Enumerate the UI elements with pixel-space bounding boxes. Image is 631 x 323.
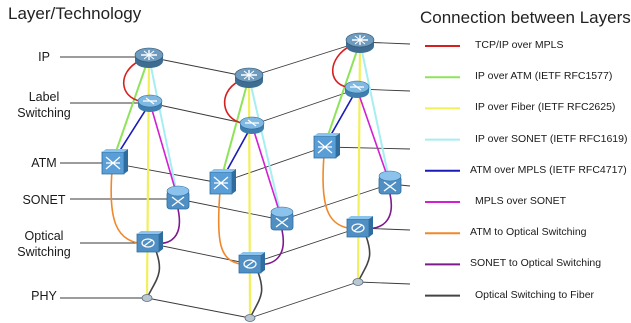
label-link [251, 88, 358, 126]
optical-switch-icon [346, 216, 373, 238]
legend-label: ATM over MPLS (IETF RFC4717) [470, 163, 627, 176]
sonet-switch-icon [378, 170, 402, 195]
legend-label: Optical Switching to Fiber [475, 288, 595, 301]
ip-over-atm-line [219, 76, 250, 184]
atm-to-optical-line [110, 170, 139, 244]
layer-label-label-switching: Label Switching [17, 90, 71, 120]
ip-link [248, 41, 361, 78]
ip-over-sonet-line [359, 41, 391, 185]
legend-label: ATM to Optical Switching [470, 226, 587, 239]
atm-link [219, 146, 325, 184]
optical-switch-icon [238, 252, 265, 274]
router-icon [345, 32, 375, 53]
sonet-link [177, 198, 283, 221]
atm-switch-icon [209, 169, 236, 195]
optical-to-fiber-line [249, 271, 263, 319]
legend-label: MPLS over SONET [475, 195, 567, 207]
legend-label: SONET to Optical Switching [470, 257, 602, 270]
connection-lines [60, 41, 411, 319]
atm-to-optical-line [217, 190, 241, 265]
label-switch-icon [239, 116, 265, 134]
atm-to-optical-line [322, 154, 349, 229]
ip-over-atm-line [323, 41, 361, 148]
sonet-link [281, 183, 391, 221]
fiber-node-icon [244, 314, 256, 322]
ip-over-fiber-line [247, 76, 252, 319]
fiber-node-icon [141, 294, 153, 302]
mpls-over-sonet-line [149, 102, 179, 200]
optical-to-fiber-line [357, 235, 371, 283]
label-switch-icon [137, 94, 163, 112]
legend-label: IP over SONET (IETF RFC1619) [475, 132, 628, 145]
optical-link [147, 242, 251, 265]
legend [425, 45, 460, 297]
layer-label-ip: IP [38, 50, 50, 64]
sonet-switch-icon [166, 185, 190, 210]
left-heading: Layer/Technology [8, 4, 142, 23]
fiber-node-icon [352, 278, 364, 286]
legend-label: IP over Fiber (IETF RFC2625) [475, 101, 616, 114]
tcp-ip-over-mpls-line [223, 80, 243, 124]
tcp-ip-over-mpls-line [122, 60, 141, 102]
layer-label-optical-switching: Optical Switching [17, 229, 71, 259]
phy-link [249, 281, 359, 319]
phy-link [146, 297, 251, 319]
tcp-ip-over-mpls-line [331, 45, 351, 88]
optical-to-fiber-line [146, 250, 161, 299]
ip-link [148, 56, 250, 78]
network-nodes [101, 32, 402, 322]
sonet-switch-icon [270, 206, 294, 231]
label-switch-icon [344, 80, 370, 98]
ip-over-fiber-line [356, 41, 362, 283]
mpls-over-sonet-line [251, 124, 283, 221]
layer-label-phy: PHY [31, 289, 57, 303]
network-diagram [60, 32, 460, 322]
mpls-over-sonet-line [356, 88, 391, 185]
ip-over-sonet-line [148, 56, 179, 200]
legend-label: IP over ATM (IETF RFC1577) [475, 70, 613, 83]
layer-label-atm: ATM [31, 156, 57, 170]
ip-over-fiber-line [145, 56, 151, 299]
atm-switch-icon [313, 133, 340, 159]
phy-link [357, 281, 411, 285]
optical-link [249, 227, 359, 265]
layer-label-sonet: SONET [22, 193, 66, 207]
router-icon [234, 67, 264, 88]
right-heading: Connection between Layers [420, 8, 631, 27]
atm-switch-icon [101, 149, 128, 175]
ip-over-sonet-line [248, 76, 283, 221]
ip-over-atm-line [111, 56, 150, 164]
legend-label: TCP/IP over MPLS [475, 39, 564, 51]
router-icon [134, 47, 164, 68]
atm-link [111, 162, 221, 184]
optical-switch-icon [136, 231, 163, 253]
